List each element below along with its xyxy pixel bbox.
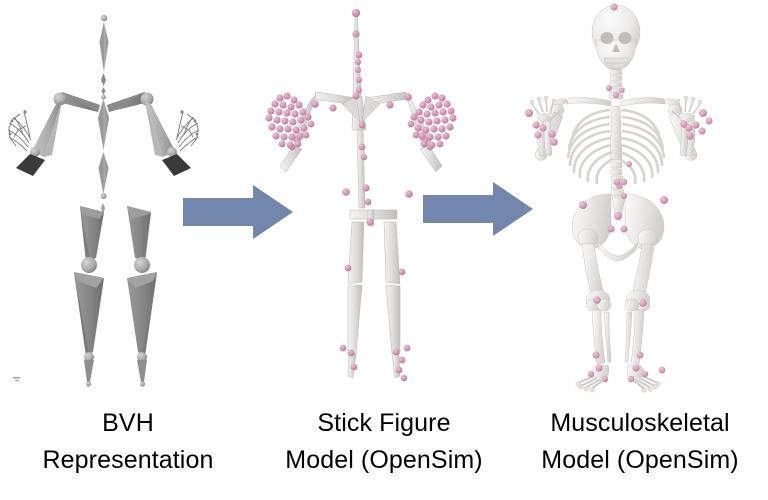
anatomical-skeleton-icon bbox=[525, 3, 713, 393]
right-arm-group bbox=[668, 95, 703, 161]
caption-bvh: BVH Representation bbox=[0, 405, 256, 479]
caption-stick-line1: Stick Figure bbox=[317, 409, 451, 437]
ribcage-group bbox=[566, 105, 666, 185]
left-leg-group bbox=[575, 243, 612, 393]
caption-msk-line2: Model (OpenSim) bbox=[541, 446, 739, 474]
arrow-stick-to-musculoskeletal bbox=[423, 180, 533, 238]
caption-msk-line1: Musculoskeletal bbox=[550, 409, 730, 437]
skull-group bbox=[591, 4, 641, 71]
bvh-ground-tick-icon bbox=[13, 377, 20, 382]
stick-figure-skeleton-icon bbox=[265, 8, 457, 382]
bvh-representation-panel bbox=[0, 0, 256, 400]
stick-figure-markers-group bbox=[265, 8, 457, 382]
bvh-spine-group bbox=[98, 14, 109, 214]
stick-figure-bones-group bbox=[279, 15, 443, 379]
caption-musculoskeletal: Musculoskeletal Model (OpenSim) bbox=[512, 405, 768, 479]
musculoskeletal-model-panel bbox=[512, 0, 768, 400]
pelvis-group bbox=[571, 193, 665, 262]
arrow-bvh-to-stick bbox=[183, 183, 293, 241]
bvh-left-arm-group bbox=[7, 92, 100, 176]
bvh-right-leg-group bbox=[127, 206, 157, 387]
bvh-right-arm-group bbox=[107, 92, 200, 176]
caption-stick-figure: Stick Figure Model (OpenSim) bbox=[256, 405, 512, 479]
caption-bvh-line2: Representation bbox=[42, 446, 214, 474]
caption-bvh-line1: BVH bbox=[102, 409, 154, 437]
stick-figure-model-panel bbox=[256, 0, 512, 400]
left-hand-marker-cluster bbox=[265, 92, 315, 149]
bvh-left-leg-group bbox=[74, 206, 104, 387]
right-leg-group bbox=[624, 243, 661, 393]
right-hand-marker-cluster bbox=[407, 92, 457, 149]
bvh-stick-skeleton-icon bbox=[7, 14, 200, 387]
musculoskeletal-markers-group bbox=[525, 3, 713, 383]
caption-stick-line2: Model (OpenSim) bbox=[285, 446, 483, 474]
